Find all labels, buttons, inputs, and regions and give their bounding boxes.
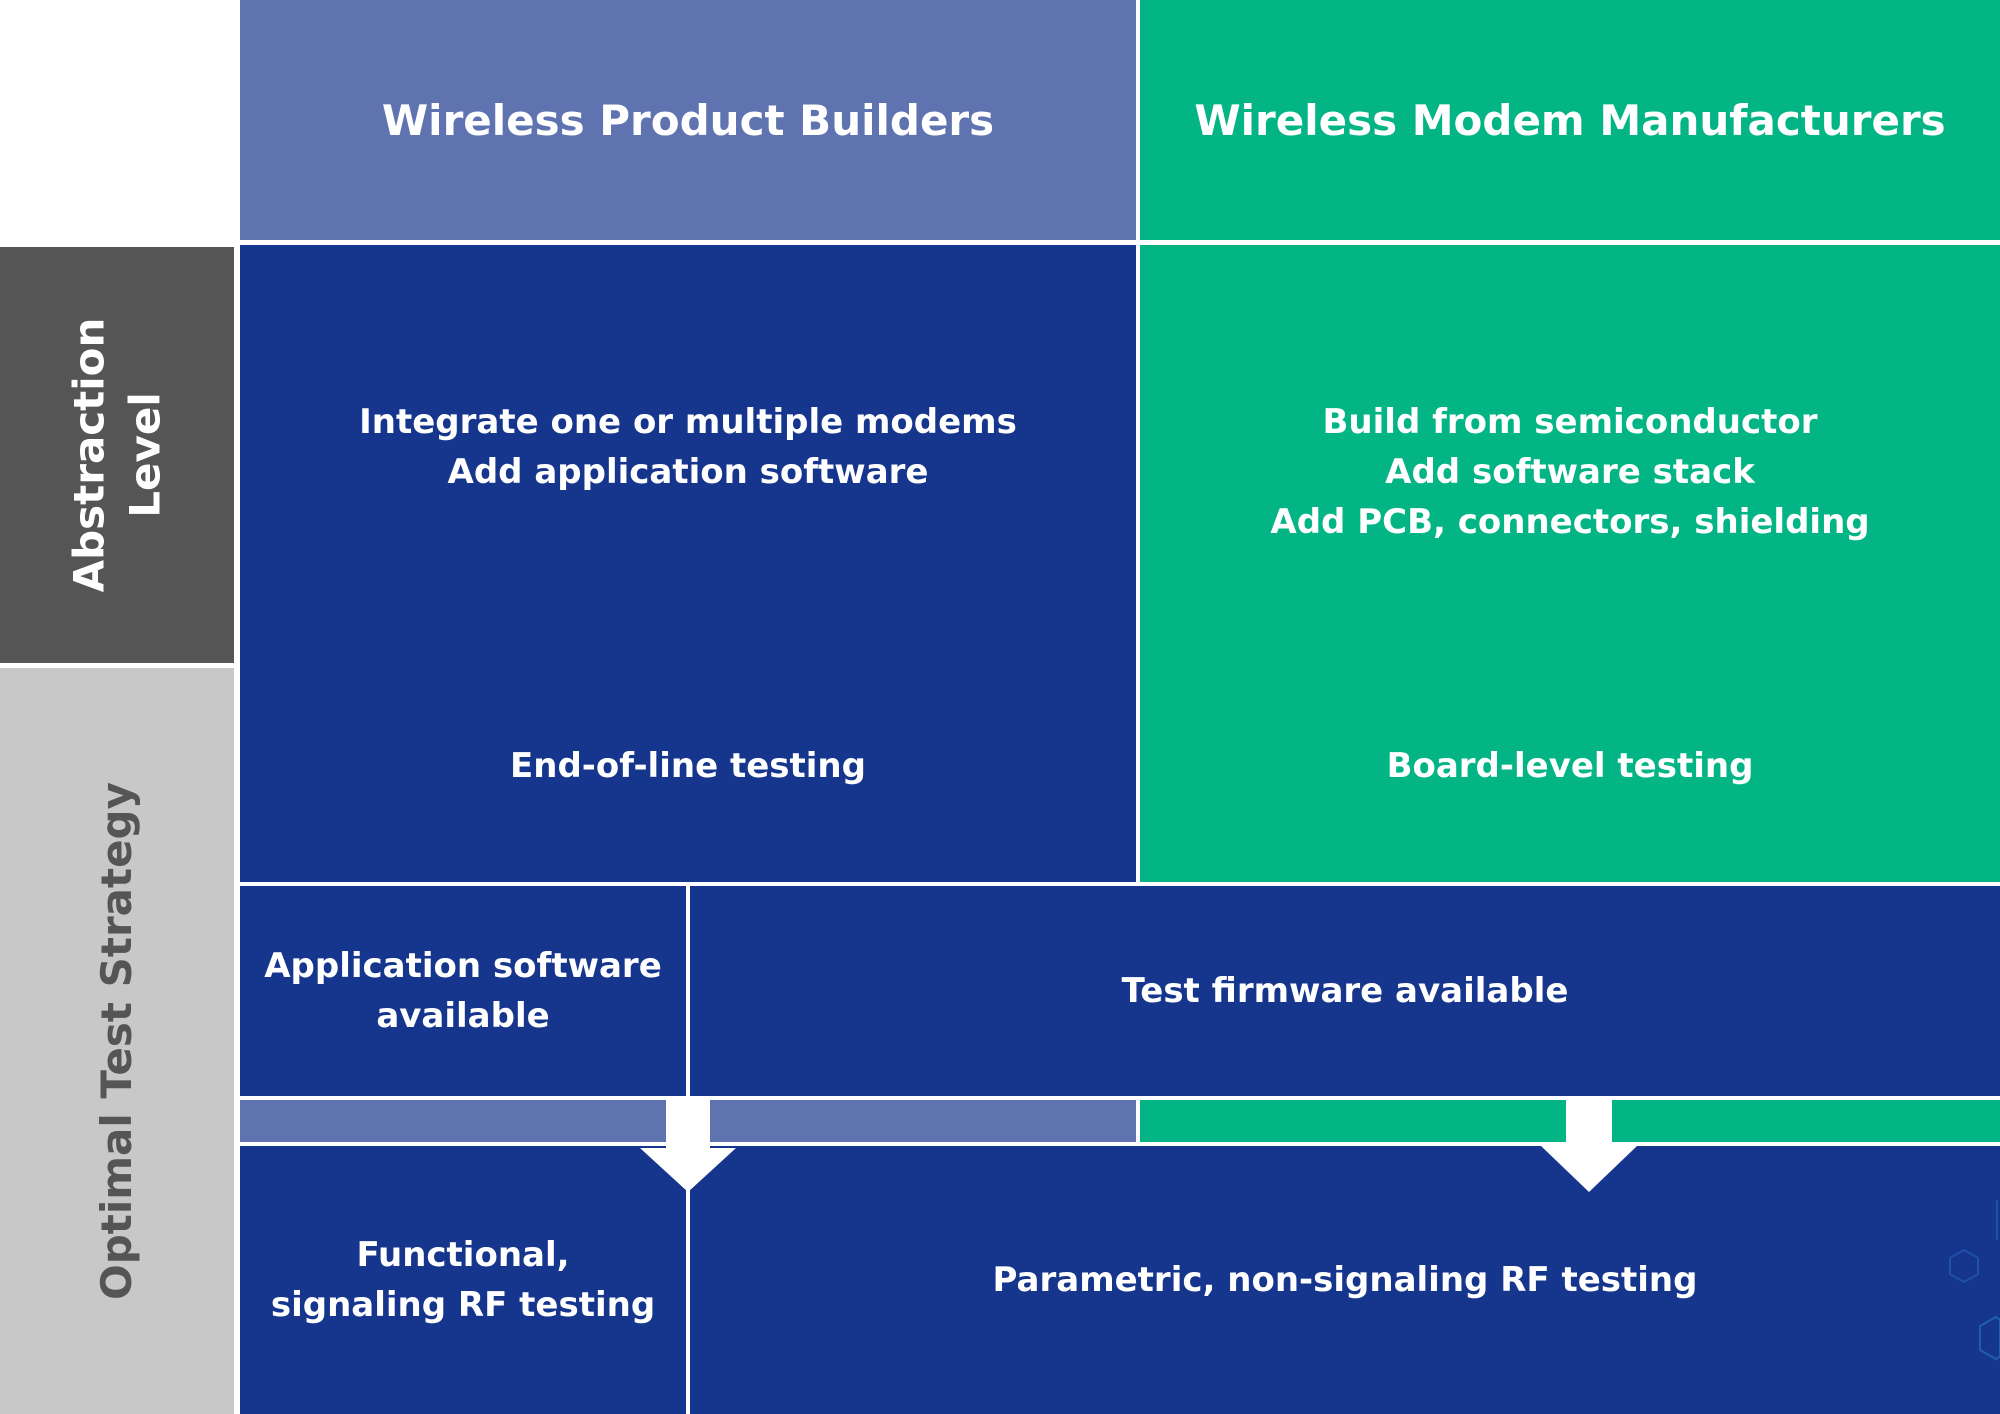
side-label-abstraction-line-2: Level [120, 392, 170, 518]
cell-parametric-testing: Parametric, non-signaling RF testing [690, 1146, 2000, 1414]
strategy-functional-line-2: signaling RF testing [270, 1285, 656, 1325]
availability-firmware: Test firmware available [1121, 971, 1569, 1011]
header-modem-manufacturers-label: Wireless Modem Manufacturers [1194, 95, 1946, 145]
cell-test-firmware: Test firmware available [690, 886, 2000, 1096]
side-label-strategy: Optimal Test Strategy [0, 668, 234, 1414]
arrow-down-icon [640, 1098, 736, 1192]
cell-application-software: Application software available [240, 886, 686, 1096]
side-label-abstraction: Abstraction Level [0, 247, 234, 663]
cell-functional-testing: Functional, signaling RF testing [240, 1146, 686, 1414]
side-label-abstraction-line-1: Abstraction [64, 317, 114, 593]
hexagon-decoration-icon [1949, 1200, 2000, 1361]
testing-level-mm: Board-level testing [1386, 746, 1754, 786]
header-product-builders-label: Wireless Product Builders [381, 95, 995, 145]
strategy-functional-line-1: Functional, [356, 1235, 570, 1275]
cell-modem-manufacturers-abstraction: Build from semiconductor Add software st… [1140, 245, 2000, 882]
abstraction-mm-line-3: Add PCB, connectors, shielding [1270, 502, 1870, 542]
cell-product-builders-abstraction: Integrate one or multiple modems Add app… [240, 245, 1136, 882]
availability-app-line-1: Application software [264, 946, 662, 986]
header-product-builders: Wireless Product Builders [240, 0, 1136, 240]
abstraction-pb-line-2: Add application software [447, 452, 929, 492]
abstraction-pb-line-1: Integrate one or multiple modems [359, 402, 1017, 442]
testing-level-pb: End-of-line testing [510, 746, 866, 786]
side-label-strategy-text: Optimal Test Strategy [92, 781, 142, 1301]
abstraction-mm-line-2: Add software stack [1385, 452, 1755, 492]
arrow-down-icon [1541, 1098, 1637, 1192]
abstraction-mm-line-1: Build from semiconductor [1322, 402, 1818, 442]
strategy-parametric: Parametric, non-signaling RF testing [992, 1260, 1698, 1300]
availability-app-line-2: available [376, 996, 550, 1036]
header-modem-manufacturers: Wireless Modem Manufacturers [1140, 0, 2000, 240]
